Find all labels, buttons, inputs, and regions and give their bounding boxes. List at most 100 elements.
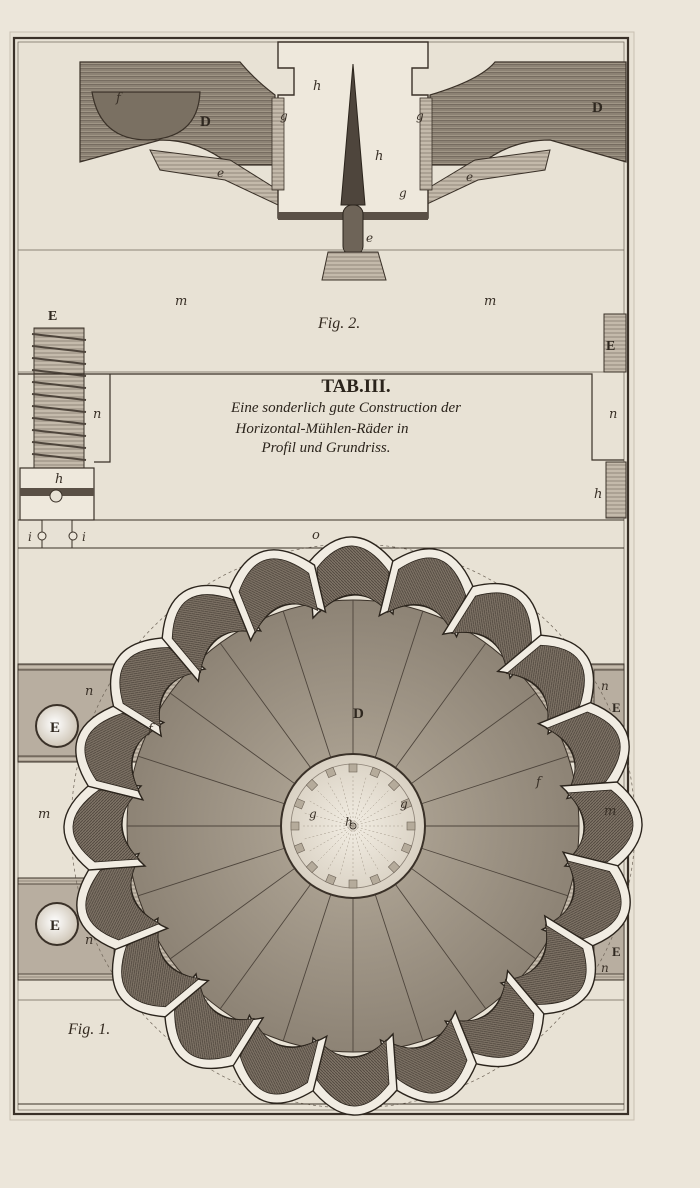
- hub-cog: [325, 873, 337, 886]
- wheel-bucket: [111, 916, 210, 1018]
- hub-ray: [352, 780, 380, 827]
- label-i-right: i: [82, 530, 86, 544]
- wheel-bucket: [379, 1009, 478, 1103]
- label-E-bolt-lower: E: [50, 918, 60, 934]
- hub-cog: [325, 766, 337, 779]
- bucket-interior: [238, 558, 319, 634]
- label-n-upper: n: [85, 684, 93, 699]
- hub-ray: [352, 799, 399, 827]
- wheel-bucket: [228, 549, 327, 643]
- label-E-right-upper: E: [612, 700, 621, 715]
- label-n-right-lower: n: [601, 961, 609, 975]
- wheel-center: [349, 822, 357, 830]
- hub-ray: [352, 812, 404, 827]
- hub-cog: [293, 798, 306, 810]
- wheel-spoke: [394, 642, 487, 769]
- label-e-right: e: [466, 170, 473, 184]
- hub-rays: [301, 774, 405, 878]
- right-beam: [429, 61, 627, 166]
- hub-ray: [302, 825, 354, 840]
- fig2-caption: Fig. 2.: [317, 315, 360, 332]
- right-screw-thread: [603, 313, 627, 373]
- hub-ray: [352, 825, 399, 853]
- label-g-left: g: [280, 109, 288, 123]
- label-n-right-upper: n: [601, 679, 609, 693]
- label-h-mid: h: [375, 149, 383, 164]
- hub-cog: [387, 778, 401, 792]
- hub-cog: [348, 763, 358, 773]
- label-E-right-top: E: [606, 339, 615, 354]
- hub-cog: [369, 766, 381, 779]
- hub-cog: [369, 873, 381, 886]
- plate-border: [12, 36, 630, 1116]
- left-post: [41, 519, 73, 549]
- wheel-spoke: [169, 692, 296, 785]
- wheel-bucket: [443, 969, 545, 1068]
- left-screw-assembly: [19, 327, 95, 549]
- wheel-spoke: [282, 610, 332, 758]
- label-g-hub: g: [400, 797, 408, 811]
- label-n-left: n: [93, 407, 101, 422]
- right-screw-assembly: [603, 313, 627, 519]
- label-o: o: [312, 528, 320, 543]
- wheel-bucket: [63, 781, 147, 871]
- wheel-spokes: [127, 600, 579, 1052]
- wheel-spoke: [219, 883, 312, 1010]
- label-h-hub: h: [345, 815, 353, 829]
- wheel-bucket: [230, 1013, 328, 1104]
- wheel-spoke: [394, 883, 487, 1010]
- right-nut-block: [605, 461, 627, 519]
- hub-cog: [387, 860, 401, 874]
- wheel-bucket: [163, 972, 265, 1070]
- collar-left: [271, 97, 285, 191]
- wheel-buckets: [63, 536, 643, 1116]
- label-f-fig2: f: [115, 91, 123, 106]
- label-e-left: e: [217, 166, 224, 180]
- label-f-bucket-right: f: [535, 775, 543, 790]
- label-E-left-top: E: [48, 309, 57, 324]
- left-ring-2: [68, 531, 78, 541]
- label-h-left: h: [55, 472, 63, 487]
- label-n-right: n: [609, 407, 617, 422]
- wheel-spoke: [374, 610, 424, 758]
- wheel-bucket: [378, 548, 476, 639]
- hub-ray: [326, 825, 354, 872]
- label-n-lower: n: [85, 933, 93, 948]
- label-e-pivot: e: [366, 231, 373, 245]
- wheel-spoke: [282, 894, 332, 1042]
- hub-cogs: [290, 763, 416, 889]
- wheel-spoke: [219, 642, 312, 769]
- plate-title: TAB.III.: [321, 376, 390, 397]
- label-m-left: m: [175, 294, 187, 309]
- hub-cog: [400, 842, 413, 854]
- label-g-lower: g: [399, 186, 407, 200]
- title-frame: [18, 373, 624, 463]
- hub-cog: [290, 821, 300, 831]
- hub-ray: [302, 812, 354, 827]
- fig1-caption: Fig. 1.: [67, 1021, 110, 1038]
- hub-ray: [326, 780, 354, 827]
- label-m-right-fig1: m: [604, 804, 616, 819]
- hub-ray: [352, 825, 380, 872]
- wheel-spoke: [410, 867, 537, 960]
- wheel-bucket: [308, 536, 398, 620]
- hub-ray: [352, 789, 390, 827]
- label-f-bucket-left: f: [147, 722, 155, 737]
- bolt-head-lower: [35, 902, 79, 946]
- hub-ray: [352, 825, 404, 840]
- hub-cog: [406, 821, 416, 831]
- hub-cog: [348, 879, 358, 889]
- hub-ray: [316, 789, 354, 827]
- hub-ray: [352, 825, 390, 863]
- plate-subtitle-line-3: Profil und Grundriss.: [260, 440, 390, 456]
- hub-cog: [400, 798, 413, 810]
- bolt-head-upper: [35, 704, 79, 748]
- pivot-step: [321, 251, 387, 281]
- hub-cog: [293, 842, 306, 854]
- label-h-right: h: [594, 487, 602, 502]
- hub-ray: [352, 825, 367, 877]
- hub-ray: [339, 775, 354, 827]
- wheel-spoke: [169, 867, 296, 960]
- label-E-bolt-upper: E: [50, 720, 60, 736]
- wheel-bucket: [308, 1032, 398, 1116]
